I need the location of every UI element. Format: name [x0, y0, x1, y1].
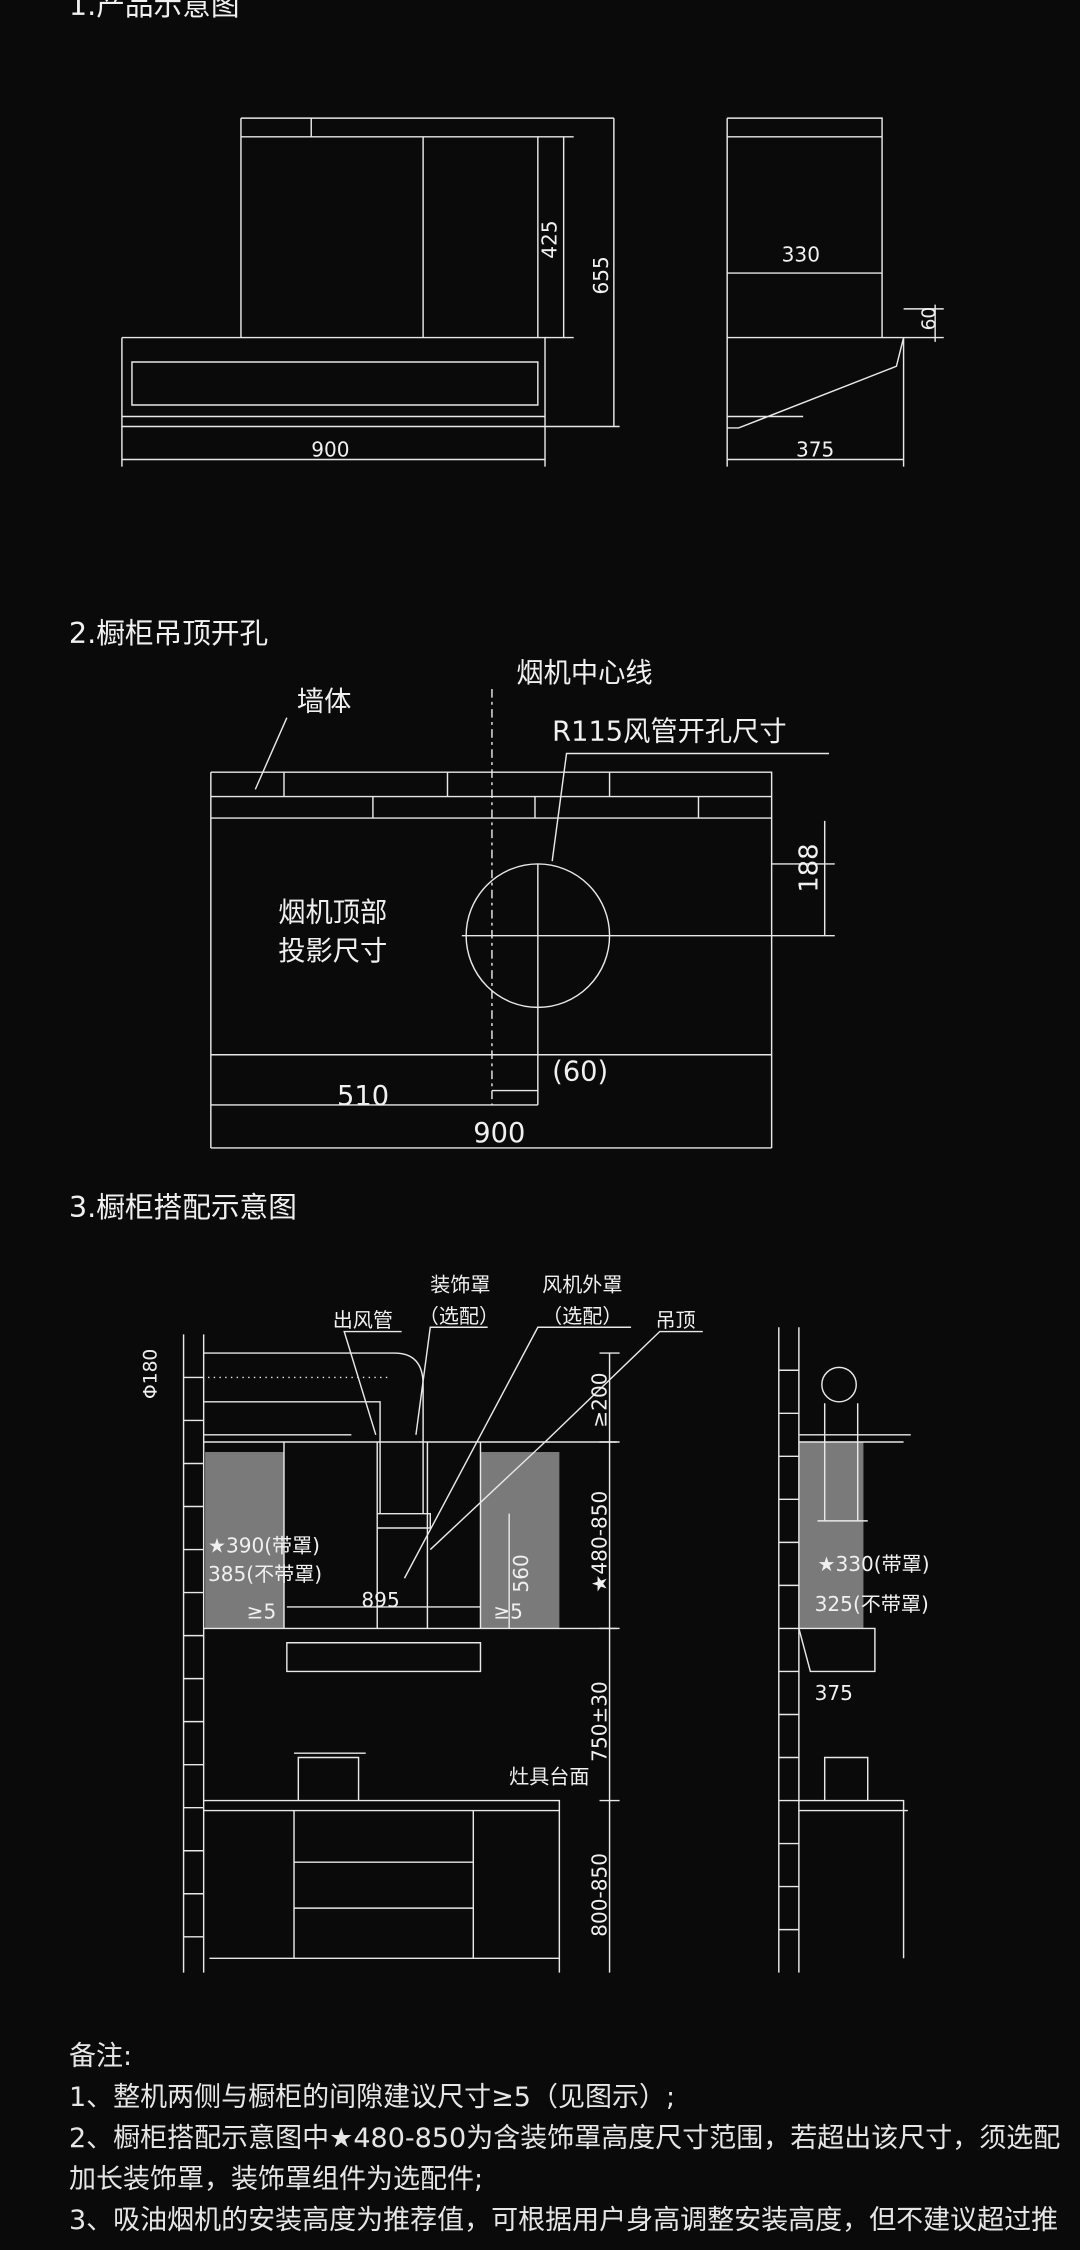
dim-ge200: ≥200 — [588, 1373, 612, 1428]
dim-900: 900 — [311, 438, 349, 462]
dim-60: 60 — [919, 307, 940, 331]
cabinet-front-diagram: Φ180 出风管 装饰罩 （选配） 风机外罩 （选配） 吊顶 ≥200 ★480… — [140, 1272, 703, 1973]
dim-with-cover: ★390(带罩) — [208, 1533, 320, 1557]
label-duct-hole: R115风管开孔尺寸 — [552, 717, 786, 748]
dim-phi180: Φ180 — [140, 1349, 161, 1399]
note-line: 加长装饰罩，装饰罩组件为选配件; — [69, 2164, 484, 2195]
label-duct: 出风管 — [333, 1308, 393, 1332]
label-stove-top: 灶具台面 — [509, 1764, 589, 1788]
label-fan-cover-optional: （选配） — [542, 1304, 622, 1328]
note-line: 3、吸油烟机的安装高度为推荐值，可根据用户身高调整安装高度，但不建议超过推 — [69, 2205, 1059, 2236]
side-view: 330 60 375 — [726, 117, 944, 467]
dim-range: ★480-850 — [588, 1491, 612, 1593]
label-projection-1: 烟机顶部 — [278, 897, 387, 928]
side-with-cover: ★330(带罩) — [818, 1552, 930, 1576]
front-view: 425 655 900 — [121, 117, 620, 467]
dim-750: 750±30 — [588, 1681, 612, 1762]
label-wall: 墙体 — [297, 686, 352, 717]
section3-title: 3.橱柜搭配示意图 — [69, 1190, 297, 1224]
dim-900-width: 900 — [473, 1118, 525, 1149]
side-dim-375: 375 — [815, 1681, 853, 1705]
label-fan-cover: 风机外罩 — [542, 1272, 622, 1296]
label-ceiling: 吊顶 — [655, 1308, 695, 1332]
dim-330: 330 — [782, 243, 820, 267]
dim-425: 425 — [537, 220, 561, 258]
dim-without-cover: 385(不带罩) — [208, 1562, 322, 1586]
dim-655: 655 — [589, 256, 613, 294]
dim-560: 560 — [509, 1554, 533, 1592]
side-without-cover: 325(不带罩) — [815, 1592, 929, 1616]
label-projection-2: 投影尺寸 — [278, 936, 387, 967]
dim-375: 375 — [796, 438, 834, 462]
dim-60-offset: (60) — [552, 1057, 608, 1088]
notes: 备注: 1、整机两侧与橱柜的间隙建议尺寸≥5（见图示）; 2、橱柜搭配示意图中★… — [69, 2036, 1061, 2241]
label-cover-optional: （选配） — [419, 1304, 499, 1328]
section1-title: 1.产品示意图 — [69, 0, 240, 22]
notes-heading: 备注: — [69, 2041, 133, 2072]
dim-800: 800-850 — [588, 1853, 612, 1937]
label-cover: 装饰罩 — [430, 1272, 490, 1296]
note-line: 1、整机两侧与橱柜的间隙建议尺寸≥5（见图示）; — [69, 2082, 676, 2113]
dim-510: 510 — [337, 1081, 389, 1112]
note-line: 2、橱柜搭配示意图中★480-850为含装饰罩高度尺寸范围，若超出该尺寸，须选配 — [69, 2123, 1061, 2154]
dim-gap-left: ≥5 — [247, 1599, 277, 1623]
ceiling-hole-diagram: 墙体 烟机中心线 R115风管开孔尺寸 烟机顶部 投影尺寸 188 510 (6… — [210, 658, 835, 1149]
dim-gap-right: ≥5 — [493, 1599, 523, 1623]
dim-188: 188 — [795, 843, 825, 892]
cabinet-side-diagram: ★330(带罩) 325(不带罩) 375 — [778, 1327, 930, 1973]
label-centerline: 烟机中心线 — [516, 658, 652, 689]
dim-895: 895 — [361, 1588, 399, 1612]
section2-title: 2.橱柜吊顶开孔 — [69, 616, 268, 650]
